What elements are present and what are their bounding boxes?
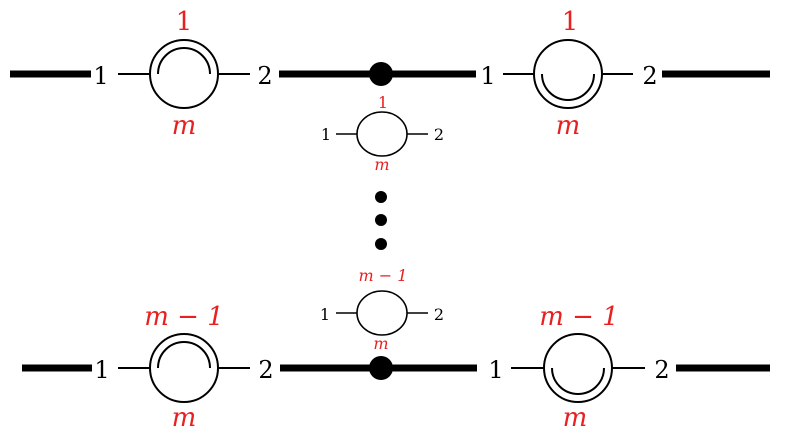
bottom-right-bubble-in-port: 1 [488,356,503,384]
top-right-bubble-bottom-label: m [556,111,581,141]
middle-lower-bubble-in-port: 1 [320,305,330,324]
bottom-left-bubble-bottom-label: m [172,403,197,433]
top-left-bubble-circle [149,39,219,109]
top-left-bubble [149,39,219,109]
middle-lower-bubble-out-port: 2 [434,305,444,324]
top-right-bubble-double-arc [541,73,595,101]
bottom-left-bubble [149,333,219,403]
middle-lower-bubble [356,290,408,336]
top-left-bubble-double-arc [157,47,211,75]
bottom-right-bubble-bottom-label: m [563,403,588,433]
middle-lower-bubble-bottom-label: m [373,334,388,353]
middle-column: 1 1 2 m m − 1 1 2 m [320,93,444,353]
ellipsis-dot [375,214,387,226]
bottom-vertex-dot [369,356,393,380]
middle-lower-bubble-group: m − 1 1 2 m [320,266,444,353]
top-left-bubble-top-label: 1 [176,7,193,37]
bottom-row: 1 2 m − 1 m 1 2 m − 1 m [22,302,770,433]
ellipsis-dot [375,238,387,250]
bottom-right-bubble-circle [543,333,613,403]
middle-upper-bubble-in-port: 1 [321,125,331,144]
vertical-ellipsis [375,191,387,250]
top-right-bubble [533,39,603,109]
bottom-left-bubble-in-port: 1 [94,356,109,384]
top-left-bubble-in-port: 1 [93,62,108,90]
middle-upper-bubble-out-port: 2 [434,125,444,144]
ellipsis-dot [375,191,387,203]
middle-upper-bubble-bottom-label: m [374,155,389,174]
top-right-bubble-top-label: 1 [562,7,579,37]
bottom-left-bubble-top-label: m − 1 [144,302,224,332]
bottom-right-bubble-out-port: 2 [654,356,669,384]
bottom-left-bubble-circle [149,333,219,403]
top-right-bubble-circle [533,39,603,109]
top-left-bubble-bottom-label: m [172,111,197,141]
middle-upper-bubble-group: 1 1 2 m [321,93,444,174]
top-right-bubble-out-port: 2 [642,62,657,90]
top-row: 1 2 1 m 1 2 1 m [10,7,770,141]
middle-upper-bubble [356,111,408,157]
middle-upper-bubble-top-label: 1 [378,93,388,112]
top-vertex-dot [369,62,393,86]
bottom-right-bubble-double-arc [551,367,605,395]
bottom-left-bubble-out-port: 2 [258,356,273,384]
bottom-right-bubble-top-label: m − 1 [539,302,619,332]
middle-lower-bubble-top-label: m − 1 [359,266,408,285]
top-left-bubble-out-port: 2 [257,62,272,90]
top-right-bubble-in-port: 1 [480,62,495,90]
bottom-right-bubble [543,333,613,403]
bottom-left-bubble-double-arc [157,341,211,369]
